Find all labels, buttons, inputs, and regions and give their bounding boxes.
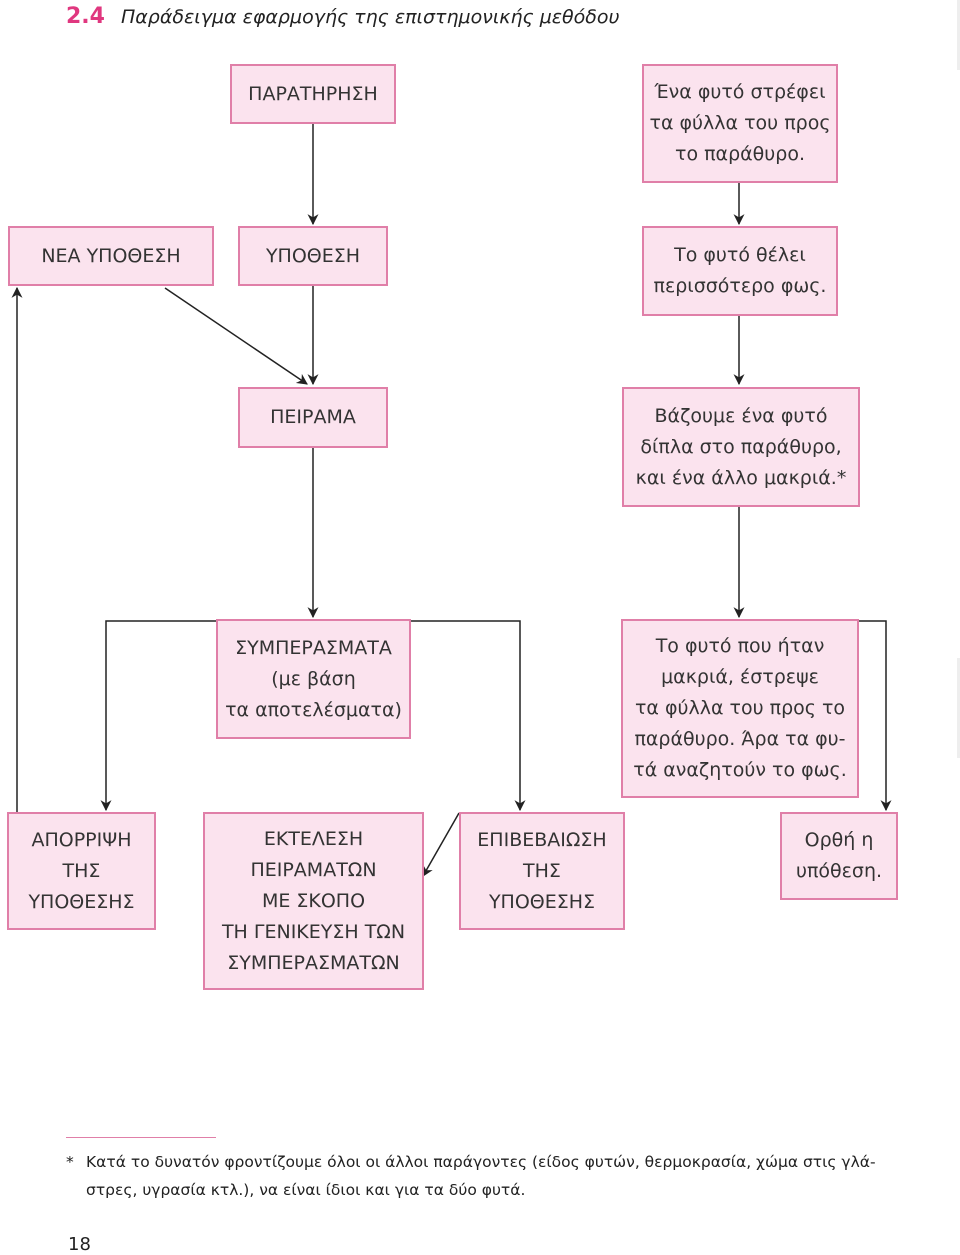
section-header: 2.4 Παράδειγμα εφαρμογής της επιστημονικ… xyxy=(66,4,620,29)
confirmation-example-box: Ορθή η υπόθεση. xyxy=(780,812,898,900)
arrow-confirmation-to-generalization xyxy=(422,812,460,877)
observation-example-box: Ένα φυτό στρέφει τα φύλλα του προς το πα… xyxy=(642,64,838,183)
arrow-conclusions-example-to-confirmation-example xyxy=(859,620,892,812)
arrow-new-hypothesis-to-experiment xyxy=(164,287,308,385)
generalization-box: ΕΚΤΕΛΕΣΗ ΠΕΙΡΑΜΑΤΩΝ ΜΕ ΣΚΟΠΟ ΤΗ ΓΕΝΙΚΕΥΣ… xyxy=(203,812,424,990)
new-hypothesis-box: ΝΕΑ ΥΠΟΘΕΣΗ xyxy=(8,226,214,286)
page-edge-marker xyxy=(957,658,960,758)
conclusions-example-box: Το φυτό που ήταν μακριά, έστρεψε τα φύλλ… xyxy=(621,619,859,798)
page-edge-marker xyxy=(957,0,960,70)
experiment-box: ΠΕΙΡΑΜΑ xyxy=(238,387,388,448)
arrow-conclusions-to-confirmation xyxy=(411,620,526,812)
section-title: Παράδειγμα εφαρμογής της επιστημονικής μ… xyxy=(120,6,620,28)
experiment-example-box: Βάζουμε ένα φυτό δίπλα στο παράθυρο, και… xyxy=(622,387,860,507)
observation-box: ΠΑΡΑΤΗΡΗΣΗ xyxy=(230,64,396,124)
hypothesis-example-box: Το φυτό θέλει περισσότερο φως. xyxy=(642,226,838,316)
footnote-marker: * xyxy=(66,1153,74,1171)
conclusions-box: ΣΥΜΠΕΡΑΣΜΑΤΑ (με βάση τα αποτελέσματα) xyxy=(216,619,411,739)
footnote: * Κατά το δυνατόν φροντίζουμε όλοι οι άλ… xyxy=(66,1148,886,1204)
confirmation-box: ΕΠΙΒΕΒΑΙΩΣΗ ΤΗΣ ΥΠΟΘΕΣΗΣ xyxy=(459,812,625,930)
footnote-text: Κατά το δυνατόν φροντίζουμε όλοι οι άλλο… xyxy=(86,1153,876,1199)
page-number: 18 xyxy=(68,1234,91,1255)
hypothesis-box: ΥΠΟΘΕΣΗ xyxy=(238,226,388,286)
section-number: 2.4 xyxy=(66,4,105,29)
rejection-box: ΑΠΟΡΡΙΨΗ ΤΗΣ ΥΠΟΘΕΣΗΣ xyxy=(7,812,156,930)
arrow-conclusions-to-rejection xyxy=(100,620,217,812)
footnote-divider xyxy=(66,1137,216,1138)
